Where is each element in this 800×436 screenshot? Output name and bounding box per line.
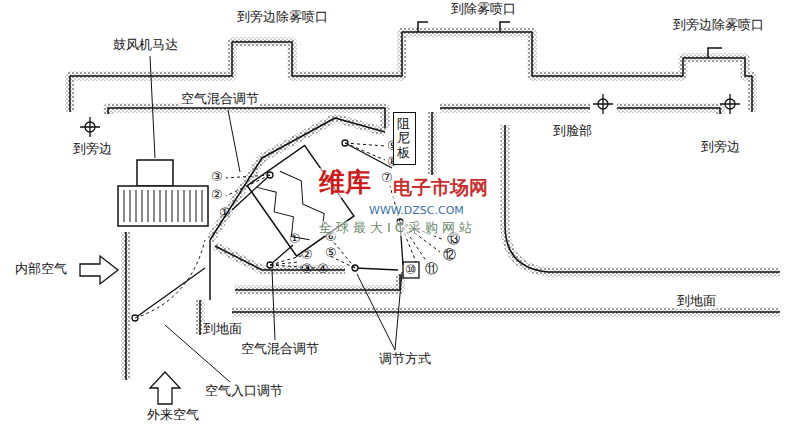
callout-number: ① — [288, 232, 302, 247]
watermark: 维库 — [318, 168, 372, 198]
duct-outlet-label: 到旁边 — [700, 140, 741, 155]
callout-number: ⑩ — [404, 263, 418, 278]
callout-number: ⑪ — [424, 262, 439, 277]
callout-number: ⑫ — [442, 248, 457, 263]
duct-outlet-label: 到地面 — [202, 322, 243, 337]
duct-outlet-label: 到旁边除雾喷口 — [236, 10, 329, 25]
callout-number: ② — [300, 248, 314, 263]
callout-number: ⑤ — [324, 246, 338, 261]
air-source-label: 外来空气 — [146, 408, 200, 423]
watermark: WWW.DZSC.COM — [368, 205, 465, 218]
air-source-label: 内部空气 — [14, 262, 68, 277]
callout-number: ① — [218, 206, 232, 221]
callout-number: ③ — [210, 170, 224, 185]
duct-outlet-label: 到旁边 — [72, 142, 113, 157]
callout-number: ③ — [300, 262, 314, 277]
vertical-label: 阻尼板 — [397, 117, 410, 160]
duct-outlet-label: 到旁边除雾喷口 — [672, 18, 765, 33]
duct-outlet-label: 到除雾喷口 — [450, 2, 517, 17]
duct-outlet-label: 到脸部 — [552, 124, 593, 139]
duct-outlet-label: 到地面 — [676, 294, 717, 309]
watermark: 全球最大IC采购网站 — [318, 221, 477, 236]
part-name: 鼓风机马达 — [112, 38, 179, 53]
part-name: 空气混合调节 — [180, 92, 260, 107]
damper-plate-box: 阻尼板 — [393, 112, 416, 165]
callout-number: ④ — [316, 262, 330, 277]
part-name: 调节方式 — [378, 352, 432, 367]
part-name: 空气混合调节 — [240, 342, 320, 357]
callout-number: ② — [210, 188, 224, 203]
part-name: 空气入口调节 — [204, 384, 284, 399]
watermark: 电子市场网 — [392, 177, 489, 199]
